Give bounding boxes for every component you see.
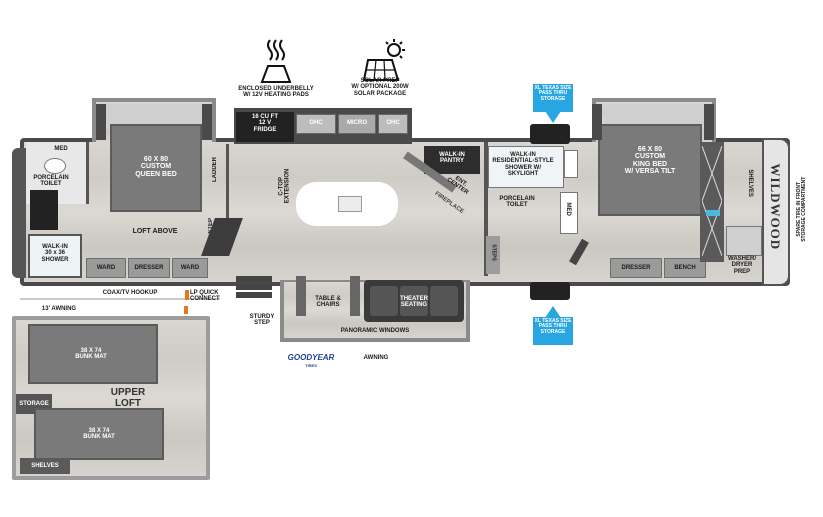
toilet-mid-label: PORCELAIN TOILET: [499, 196, 535, 209]
interior-steps: [486, 236, 500, 274]
queen-bed-label: 60 X 80 CUSTOM QUEEN BED: [135, 156, 177, 178]
coax-label: COAX/TV HOOKUP: [102, 290, 158, 296]
wardrobe-2: [172, 258, 208, 278]
lp-label: LP QUICK CONNECT: [190, 290, 220, 303]
king-bed-label: 66 X 80 CUSTOM KING BED W/ VERSA TILT: [624, 146, 676, 176]
nightstand-right: [202, 104, 212, 140]
arrow-down-icon: [545, 111, 561, 123]
texas-storage-callout-top: XL TEXAS SIZE PASS THRU STORAGE: [533, 84, 573, 112]
ohc-2: [378, 114, 408, 134]
texas-storage-callout-bottom: XL TEXAS SIZE PASS THRU STORAGE: [533, 317, 573, 345]
bunk-mat-bottom-label: 38 X 74 BUNK MAT: [83, 428, 115, 441]
front-closet: [700, 142, 724, 262]
bunk-mat-top-label: 38 X 74 BUNK MAT: [75, 348, 107, 361]
med-cabinet-left: MED: [54, 146, 68, 152]
ctop-label: C-TOP EXTENSION: [278, 168, 291, 204]
brand-logo: WILDWOOD: [767, 163, 783, 251]
washer-dryer: [726, 226, 762, 256]
sturdy-step-label: STURDY STEP: [249, 314, 275, 327]
awning-line-left: [20, 298, 220, 300]
ladder: [226, 144, 229, 218]
med-cabinet-mid: MED: [565, 202, 572, 216]
rear-cap: [12, 148, 26, 278]
walkin-pantry-label: WALK-IN PANTRY: [439, 152, 465, 165]
ohc-2-label: OHC: [386, 120, 400, 126]
microwave-label: MICRO: [347, 120, 367, 126]
table-chairs-label: TABLE & CHAIRS: [315, 296, 341, 309]
queen-pillows: [104, 104, 204, 126]
theater-seat-3: [430, 286, 458, 316]
loft-shelves-label: SHELVES: [31, 463, 59, 469]
chair-right: [350, 276, 360, 316]
wardrobe-2-label: WARD: [180, 265, 200, 271]
lp-marker: [184, 306, 188, 314]
walkin-shower-label: WALK-IN 30 x 36 SHOWER: [41, 244, 69, 263]
awning-label: AWNING: [363, 355, 389, 361]
queen-bed: [110, 124, 202, 212]
theater-seating-label: THEATER SEATING: [400, 296, 428, 309]
arrow-up-icon: [545, 306, 561, 318]
bath-wall-left: [484, 142, 488, 276]
sink-left: [44, 158, 66, 174]
dresser-right-label: DRESSER: [621, 265, 651, 271]
fridge: [236, 112, 294, 142]
wardrobe-1-label: WARD: [96, 265, 116, 271]
closet-light: [706, 210, 720, 216]
bunk-mat-top: [28, 324, 158, 384]
theater-seat-1: [370, 286, 398, 316]
closet-x-icon: [702, 146, 722, 256]
solar-label: SOLAR PREP W/ OPTIONAL 200W SOLAR PACKAG…: [351, 78, 409, 97]
heating-pad-icon: [260, 39, 292, 83]
goodyear-tires-label: TIRES: [305, 363, 317, 368]
front-cap: [762, 138, 790, 286]
nightstand-left: [96, 104, 106, 140]
king-pillows: [604, 104, 704, 126]
awning-13-label: 13' AWNING: [41, 306, 77, 312]
loft-shelves: [20, 458, 70, 474]
mid-sink: [564, 150, 578, 178]
wardrobe-1: [86, 258, 126, 278]
mid-vanity: [560, 192, 578, 234]
lp-connector[interactable]: [185, 290, 189, 300]
sturdy-step[interactable]: [236, 276, 272, 306]
bench: [664, 258, 706, 278]
goodyear-logo: GOODYEAR: [287, 353, 335, 362]
microwave: [338, 114, 376, 134]
spare-tire-label: SPARE TIRE IN FRONT STORAGE COMPARTMENT: [795, 176, 807, 242]
steps-label: STEPS: [490, 244, 497, 261]
residential-shower-label: WALK-IN RESIDENTIAL-STYLE SHOWER W/ SKYL…: [492, 152, 554, 177]
washer-dryer-label: WASHER/ DRYER PREP: [727, 256, 756, 275]
upper-loft-label: UPPER LOFT: [110, 387, 146, 409]
panoramic-windows-label: PANORAMIC WINDOWS: [340, 328, 410, 334]
ohc-1: [296, 114, 336, 134]
nightstand-front-right: [704, 104, 714, 140]
bunk-mat-bottom: [34, 408, 164, 460]
dresser-left: [128, 258, 170, 278]
walkin-shower: [28, 234, 82, 278]
dresser-right: [610, 258, 662, 278]
island-sink: [338, 196, 362, 212]
ohc-1-label: OHC: [309, 120, 323, 126]
rear-wardrobe-dark: [30, 190, 58, 230]
loft-above-label: LOFT ABOVE: [132, 228, 178, 235]
pass-thru-storage-bottom[interactable]: [530, 282, 570, 300]
fridge-label: 16 CU FT 12 V FRIDGE: [251, 114, 278, 133]
dresser-left-label: DRESSER: [134, 265, 164, 271]
king-bed: [598, 124, 702, 216]
nightstand-front-left: [592, 104, 602, 140]
shelves-right-label: SHELVES: [747, 169, 754, 197]
loft-storage-label: STORAGE: [19, 401, 49, 407]
toilet-left-label: PORCELAIN TOILET: [33, 175, 69, 188]
solar-panel-icon: [362, 39, 405, 81]
ladder-label: LADDER: [212, 157, 218, 183]
residential-shower: [488, 146, 564, 188]
chair-left: [296, 276, 306, 316]
theater-seat-2: [400, 286, 428, 316]
underbelly-label: ENCLOSED UNDERBELLY W/ 12V HEATING PADS: [238, 86, 314, 99]
bench-label: BENCH: [674, 265, 696, 271]
pass-thru-storage-top[interactable]: [530, 124, 570, 144]
